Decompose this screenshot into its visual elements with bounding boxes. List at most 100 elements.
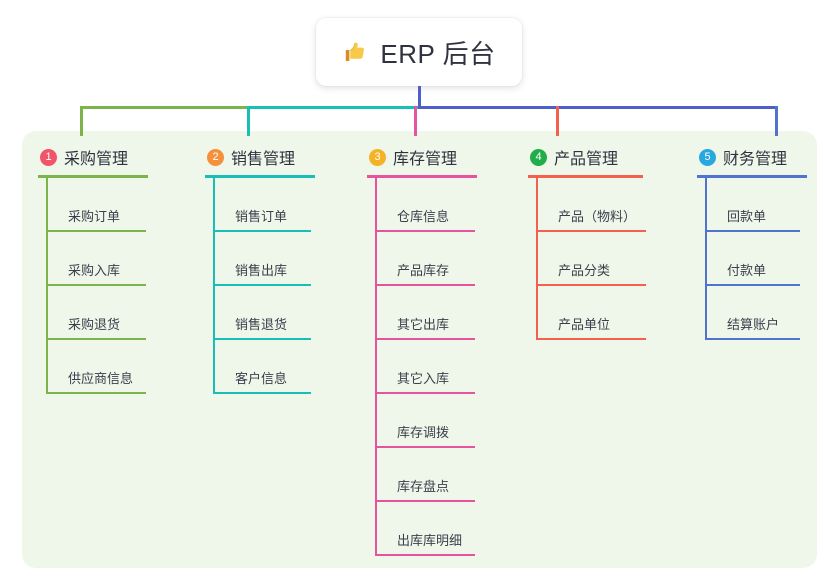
root-node[interactable]: ERP 后台 <box>316 18 522 86</box>
root-trunk-connector <box>418 86 421 106</box>
branch-item[interactable]: 产品单位 <box>536 286 646 340</box>
branch-header-2[interactable]: 2 销售管理 <box>205 145 315 169</box>
branch-underline <box>528 175 643 178</box>
branch-item-underline <box>375 284 475 286</box>
branch-item-underline <box>375 230 475 232</box>
branch-item[interactable]: 销售出库 <box>213 232 315 286</box>
branch-item-label: 产品分类 <box>558 263 611 278</box>
branch-title: 库存管理 <box>393 151 458 168</box>
branch-item[interactable]: 出库库明细 <box>375 502 477 556</box>
branch-spine <box>213 178 215 394</box>
branch-number-badge: 2 <box>207 148 224 166</box>
branch-item-underline <box>536 284 646 286</box>
branch-underline <box>205 175 315 178</box>
branch-item[interactable]: 产品库存 <box>375 232 477 286</box>
branch-underline <box>697 175 807 178</box>
branch-item[interactable]: 产品（物料） <box>536 178 646 232</box>
branch-item-label: 销售订单 <box>235 209 288 224</box>
branch-column-1: 1 采购管理采购订单采购入库采购退货供应商信息 <box>38 145 148 394</box>
branch-header-3[interactable]: 3 库存管理 <box>367 145 477 169</box>
branch-item-label: 回款单 <box>727 209 767 224</box>
branch-item[interactable]: 仓库信息 <box>375 178 477 232</box>
bus-segment-3 <box>418 106 778 109</box>
branch-item[interactable]: 产品分类 <box>536 232 646 286</box>
branch-item-underline <box>536 338 646 340</box>
branch-item-label: 库存盘点 <box>397 479 450 494</box>
branch-item-underline <box>375 338 475 340</box>
branch-item[interactable]: 销售退货 <box>213 286 315 340</box>
stem-connector-1 <box>80 106 83 136</box>
branch-item[interactable]: 销售订单 <box>213 178 315 232</box>
branch-title: 采购管理 <box>64 151 129 168</box>
branch-spine <box>705 178 707 340</box>
branch-underline <box>38 175 148 178</box>
branch-item[interactable]: 采购退货 <box>46 286 148 340</box>
branch-number-badge: 4 <box>530 148 547 166</box>
branch-item-label: 付款单 <box>727 263 767 278</box>
branch-item-underline <box>213 284 311 286</box>
branch-item[interactable]: 回款单 <box>705 178 807 232</box>
branch-item-label: 产品库存 <box>397 263 450 278</box>
branch-item-list: 采购订单采购入库采购退货供应商信息 <box>46 178 148 394</box>
branch-item-underline <box>705 230 800 232</box>
branch-item-label: 其它出库 <box>397 317 450 332</box>
stem-connector-5 <box>775 106 778 136</box>
branch-title: 财务管理 <box>723 151 788 168</box>
branch-title: 产品管理 <box>554 151 619 168</box>
branch-item-label: 产品单位 <box>558 317 611 332</box>
stem-connector-4 <box>556 106 559 136</box>
branch-spine <box>46 178 48 394</box>
branch-header-1[interactable]: 1 采购管理 <box>38 145 148 169</box>
branch-item-label: 采购订单 <box>68 209 121 224</box>
branch-item-underline <box>46 392 146 394</box>
branch-item-label: 销售出库 <box>235 263 288 278</box>
branch-item-underline <box>213 392 311 394</box>
branch-item-label: 采购退货 <box>68 317 121 332</box>
branch-item-label: 采购入库 <box>68 263 121 278</box>
branch-item[interactable]: 付款单 <box>705 232 807 286</box>
branch-title: 销售管理 <box>231 151 296 168</box>
branch-item-label: 供应商信息 <box>68 371 134 386</box>
branch-spine <box>536 178 538 340</box>
branch-item-label: 结算账户 <box>727 317 780 332</box>
branch-item-underline <box>705 284 800 286</box>
branch-column-3: 3 库存管理仓库信息产品库存其它出库其它入库库存调拨库存盘点出库库明细 <box>367 145 477 556</box>
branch-item-label: 仓库信息 <box>397 209 450 224</box>
branch-item[interactable]: 采购入库 <box>46 232 148 286</box>
branch-item-list: 仓库信息产品库存其它出库其它入库库存调拨库存盘点出库库明细 <box>375 178 477 556</box>
branch-item[interactable]: 其它入库 <box>375 340 477 394</box>
branch-item-label: 出库库明细 <box>397 533 463 548</box>
branch-number-badge: 3 <box>369 148 386 166</box>
branch-item-label: 库存调拨 <box>397 425 450 440</box>
branch-item-label: 其它入库 <box>397 371 450 386</box>
branch-item-label: 产品（物料） <box>558 209 637 224</box>
branch-item[interactable]: 供应商信息 <box>46 340 148 394</box>
branch-item[interactable]: 结算账户 <box>705 286 807 340</box>
branch-item[interactable]: 库存盘点 <box>375 448 477 502</box>
stem-connector-2 <box>247 106 250 136</box>
branch-item[interactable]: 客户信息 <box>213 340 315 394</box>
thumbs-up-icon <box>346 42 365 61</box>
branch-item[interactable]: 采购订单 <box>46 178 148 232</box>
stem-connector-3 <box>414 106 417 136</box>
branch-item-list: 产品（物料） 产品分类产品单位 <box>536 178 646 340</box>
branch-item-underline <box>46 284 146 286</box>
bus-segment-1 <box>80 106 250 109</box>
branch-column-2: 2 销售管理销售订单销售出库销售退货客户信息 <box>205 145 315 394</box>
branch-item-list: 回款单付款单结算账户 <box>705 178 807 340</box>
branch-item-underline <box>46 230 146 232</box>
branch-spine <box>375 178 377 556</box>
branch-item-list: 销售订单销售出库销售退货客户信息 <box>213 178 315 394</box>
branch-number-badge: 1 <box>40 148 57 166</box>
branch-item[interactable]: 库存调拨 <box>375 394 477 448</box>
branch-item-underline <box>375 500 475 502</box>
branch-item-label: 销售退货 <box>235 317 288 332</box>
branch-header-4[interactable]: 4 产品管理 <box>528 145 643 169</box>
branch-item-underline <box>375 446 475 448</box>
branch-item-underline <box>213 338 311 340</box>
branch-item-underline <box>705 338 800 340</box>
branch-item[interactable]: 其它出库 <box>375 286 477 340</box>
